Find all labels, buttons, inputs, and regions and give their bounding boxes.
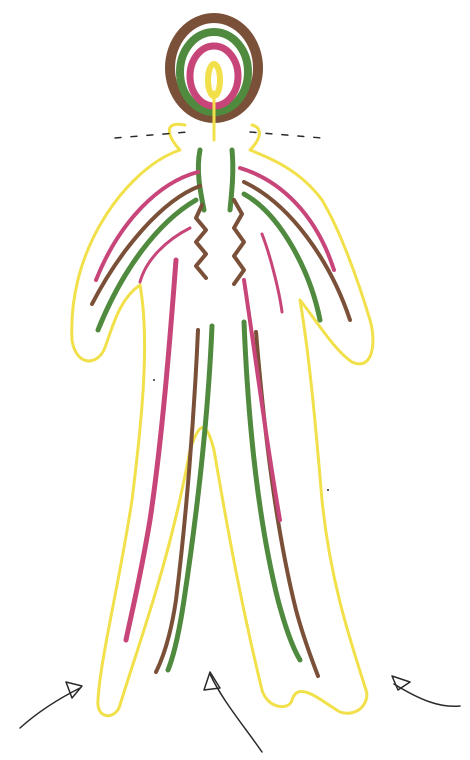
paper-speck: [327, 489, 329, 491]
arrow-left-head: [66, 682, 82, 698]
right-arm-lines: [240, 168, 350, 320]
right-arm-pink-inner: [262, 234, 282, 312]
arrows: [20, 672, 460, 752]
paper-speck: [153, 379, 155, 381]
shoulder-dash-left: [115, 132, 188, 138]
body-outline: [72, 124, 373, 715]
left-leg-pink: [126, 260, 176, 640]
left-arm-lines: [92, 172, 200, 330]
shoulder-dashes: [115, 132, 322, 138]
arrow-right-shaft: [394, 684, 460, 706]
right-arm-green: [244, 194, 320, 320]
neck-line-green-left: [198, 150, 204, 210]
left-leg-brown: [156, 330, 198, 672]
head: [170, 18, 258, 140]
zigzag-right: [234, 200, 244, 284]
left-arm-pink-inner: [140, 228, 190, 282]
zigzag-left: [196, 205, 206, 278]
arrow-right-head: [392, 676, 410, 690]
torso-lines: [196, 150, 244, 284]
left-leg-lines: [126, 260, 212, 672]
